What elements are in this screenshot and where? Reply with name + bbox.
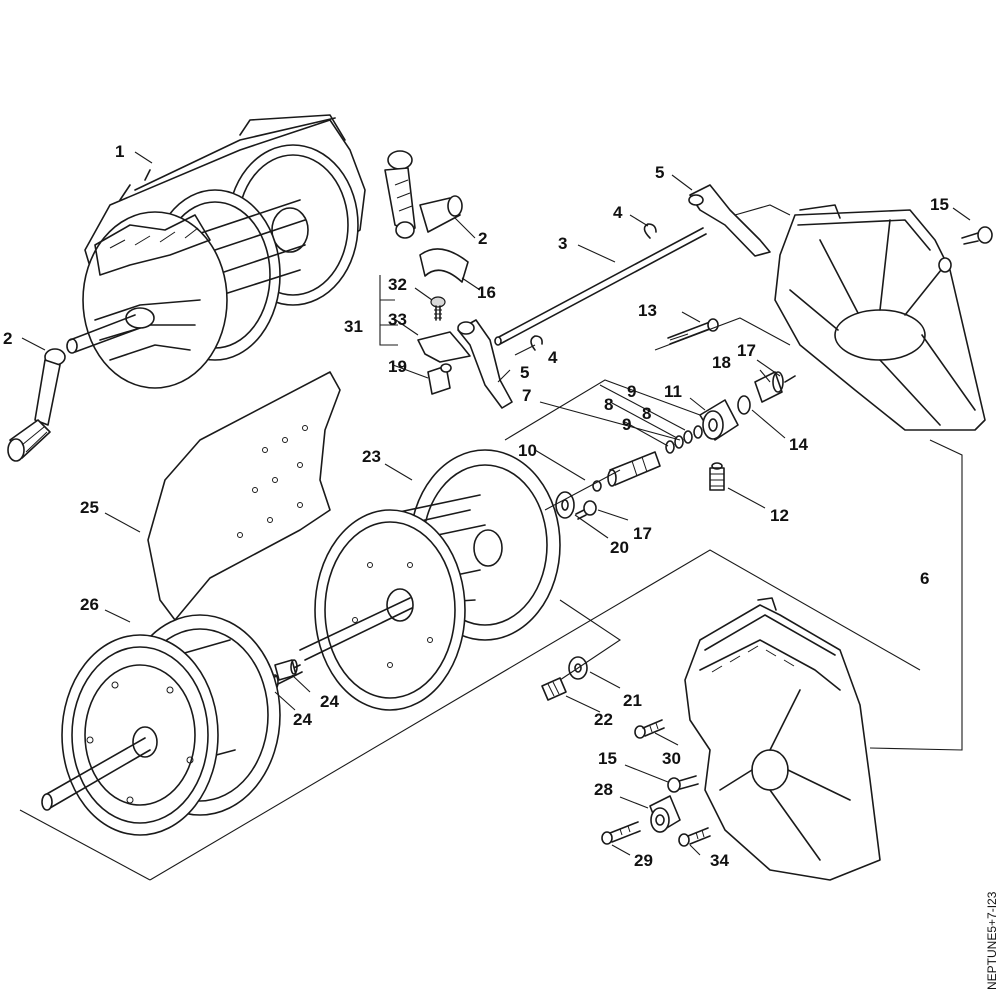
callout-15-bottom: 15 [598, 749, 617, 768]
screw-part-30 [634, 719, 665, 739]
reference-code: NEPTUNE5+7-I23 [985, 891, 999, 990]
bolt-part-29 [601, 821, 641, 845]
callout-10: 10 [518, 441, 537, 460]
screw-part-15-top [961, 226, 993, 245]
hose-guide-part-25 [147, 371, 341, 621]
callout-29: 29 [634, 851, 653, 870]
o-rings-part-8-9 [665, 425, 703, 454]
reference-lines [19, 204, 963, 881]
callout-20: 20 [610, 538, 629, 557]
callout-8-right: 8 [642, 404, 651, 423]
callout-32: 32 [388, 275, 407, 294]
callout-5-top: 5 [655, 163, 664, 182]
leader-lines [21, 151, 971, 856]
washer-part-20 [555, 491, 575, 519]
rod-part-3 [494, 227, 707, 346]
callout-15-top: 15 [930, 195, 949, 214]
callout-9-top: 9 [627, 382, 636, 401]
screw-part-32 [430, 296, 446, 321]
ring-part-14 [737, 395, 751, 415]
callout-2-top: 2 [478, 229, 487, 248]
bolt-part-13 [667, 318, 719, 345]
callout-14: 14 [789, 435, 808, 454]
washer-part-20-hole [561, 499, 569, 511]
drum-disc-front [61, 634, 219, 836]
callout-26: 26 [80, 595, 99, 614]
callout-13: 13 [638, 301, 657, 320]
drum-shaft-end [41, 737, 151, 811]
callout-9-middle: 9 [622, 415, 631, 434]
bushing-part-11 [699, 399, 739, 441]
screw-part-34 [678, 827, 711, 847]
callout-22: 22 [594, 710, 613, 729]
clip-part-4-top [643, 223, 657, 239]
clip-part-16 [419, 248, 469, 283]
callout-19: 19 [388, 357, 407, 376]
callout-30: 30 [662, 749, 681, 768]
callout-25: 25 [80, 498, 99, 517]
spindle-part-10 [592, 451, 661, 492]
callout-24-right: 24 [320, 692, 339, 711]
crank-handle-left [7, 348, 66, 462]
callout-31: 31 [344, 317, 363, 336]
callout-4-top: 4 [613, 203, 623, 222]
fitting-part-19 [427, 363, 452, 395]
screw-part-17-bottom [575, 500, 597, 520]
callout-23: 23 [362, 447, 381, 466]
clip-part-4-bottom [530, 335, 543, 351]
crank-handle-top [384, 150, 463, 239]
bracket-part-33 [417, 331, 471, 363]
callout-3: 3 [558, 234, 567, 253]
screw-part-15-bottom [667, 775, 699, 793]
pin-part-17-top [784, 375, 796, 383]
lever-part-5-middle [457, 319, 513, 409]
callout-11: 11 [664, 382, 682, 401]
callout-17-top: 17 [737, 341, 756, 360]
callout-4-bottom: 4 [548, 348, 558, 367]
coupling-part-18 [754, 371, 784, 403]
bearing-part-28 [649, 795, 681, 833]
callout-labels: 1 2 2 3 4 4 5 5 6 7 8 8 9 9 10 11 12 13 … [3, 142, 949, 870]
callout-18: 18 [712, 353, 731, 372]
callout-21: 21 [623, 691, 642, 710]
callout-34: 34 [710, 851, 729, 870]
callout-12: 12 [770, 506, 789, 525]
callout-7: 7 [522, 386, 531, 405]
drum-disc-middle [314, 509, 466, 711]
callout-6: 6 [920, 569, 929, 588]
assembled-hose-reel [66, 114, 366, 389]
callout-5-middle: 5 [520, 363, 529, 382]
side-plate-lower [684, 597, 881, 881]
callout-2-left: 2 [3, 329, 12, 348]
lever-part-5-top [688, 184, 771, 257]
callout-8-top: 8 [604, 395, 613, 414]
callout-28: 28 [594, 780, 613, 799]
callout-16: 16 [477, 283, 496, 302]
callout-17-bottom: 17 [633, 524, 652, 543]
fitting-part-12 [709, 462, 725, 491]
hose-guide-holes [237, 425, 308, 538]
fitting-part-22 [541, 677, 567, 701]
callout-24-left: 24 [293, 710, 312, 729]
callout-33: 33 [388, 310, 407, 329]
side-plate-upper [774, 204, 986, 431]
callout-1: 1 [115, 142, 124, 161]
